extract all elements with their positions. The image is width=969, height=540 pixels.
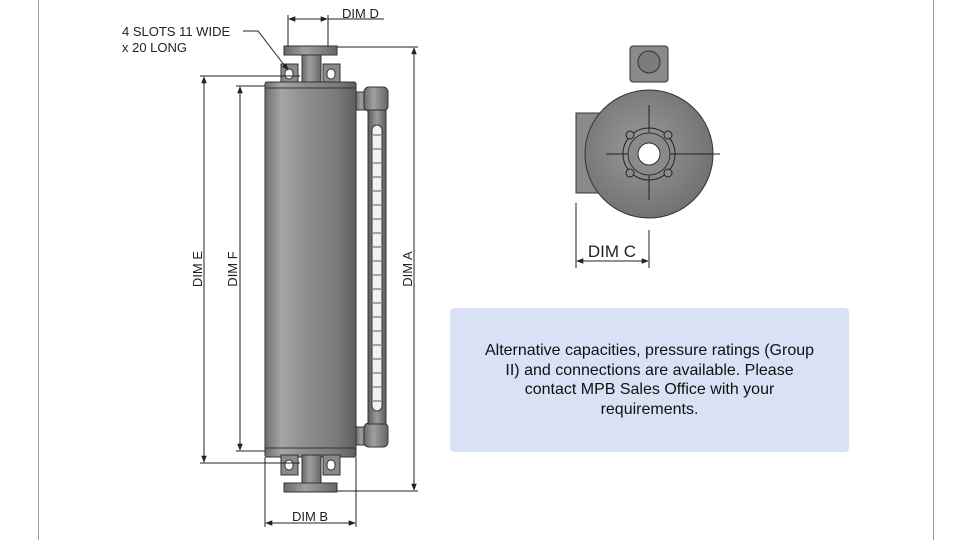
slot-note-line-2: x 20 LONG: [122, 40, 187, 55]
bottom-flange: [283, 482, 338, 493]
lower-elbow: [363, 422, 389, 448]
vessel-plan-view: [575, 45, 720, 219]
note-box: Alternative capacities, pressure ratings…: [450, 308, 849, 452]
top-flange: [283, 45, 338, 56]
top-slot-right: [326, 68, 336, 80]
sight-glass-window: [371, 124, 383, 412]
bottom-slot-left: [284, 459, 294, 471]
bolt-hole: [625, 168, 635, 178]
note-text: Alternative capacities, pressure ratings…: [484, 342, 815, 418]
dim-a-label: DIM A: [400, 251, 415, 287]
plan-bore: [637, 142, 661, 166]
bolt-hole: [625, 130, 635, 140]
bottom-nozzle: [301, 454, 322, 485]
page-border-left: [38, 0, 39, 540]
dim-d-label: DIM D: [342, 6, 379, 21]
dim-c-label: DIM C: [588, 242, 636, 261]
vessel-side-view: [264, 45, 389, 493]
dim-b-label: DIM B: [292, 509, 328, 524]
dim-f-label: DIM F: [225, 251, 240, 286]
dimension-lines: [200, 15, 650, 527]
bottom-slot-right: [326, 459, 336, 471]
bolt-hole: [663, 130, 673, 140]
slot-note-line-1: 4 SLOTS 11 WIDE: [122, 24, 230, 39]
slot-leader: [243, 30, 289, 71]
bolt-hole: [663, 168, 673, 178]
dim-e-label: DIM E: [190, 251, 205, 287]
upper-elbow: [363, 86, 389, 112]
page-border-right: [933, 0, 934, 540]
plan-pcd-circle: [622, 127, 676, 181]
main-cylinder: [264, 87, 357, 453]
sight-glass-scale: [373, 134, 381, 402]
plan-top-nozzle-bore: [637, 50, 661, 74]
top-slot-left: [284, 68, 294, 80]
